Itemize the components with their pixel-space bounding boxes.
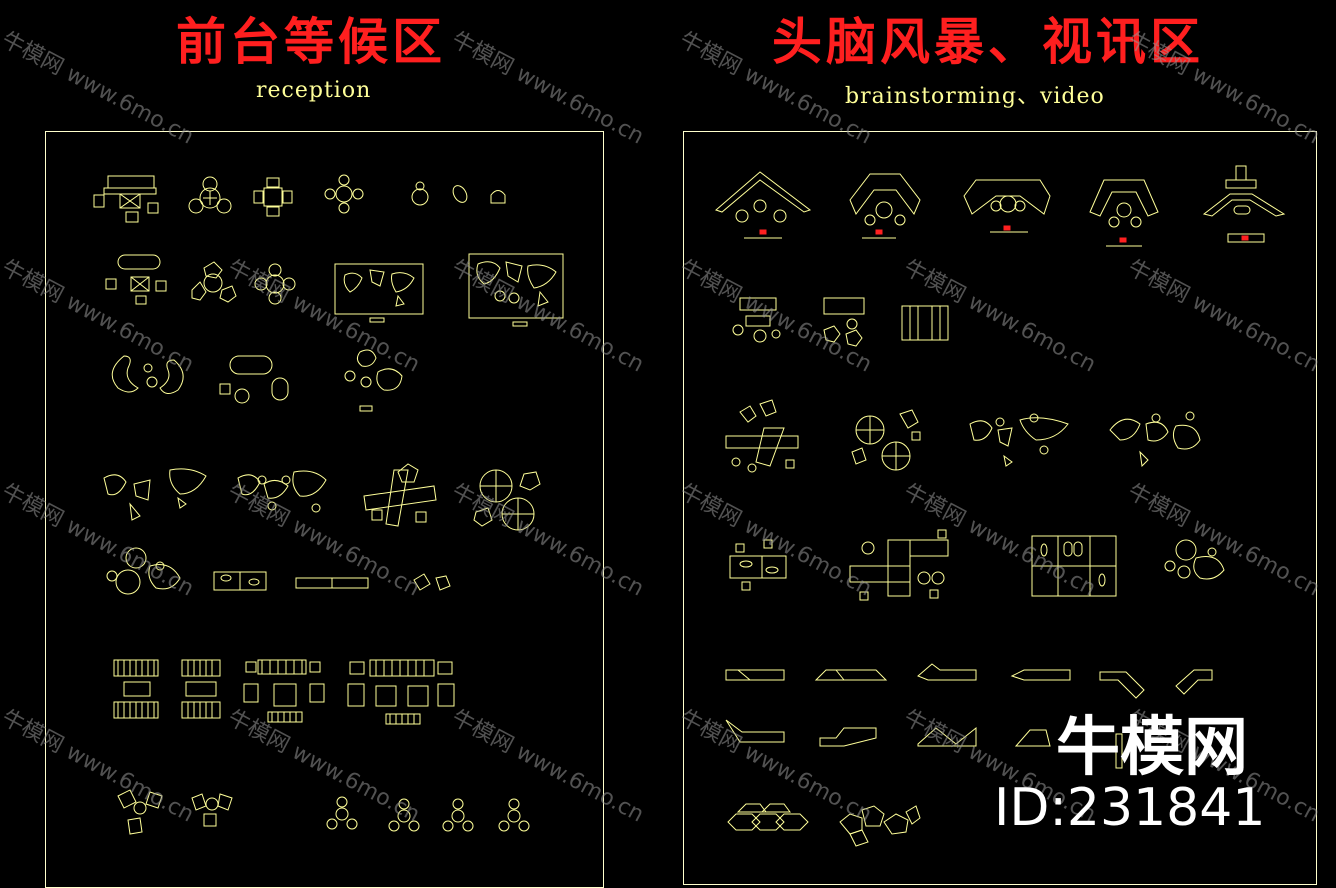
model-id-label: ID:231841 xyxy=(994,778,1266,838)
hex-modules-block xyxy=(727,803,809,831)
video-sofa-block xyxy=(732,297,781,343)
workstation-cluster-block xyxy=(849,529,949,601)
round-four-chairs-block xyxy=(254,263,296,305)
brainstorm-angled-block xyxy=(725,399,799,473)
brainstorming-title-cn: 头脑风暴、视讯区 xyxy=(772,13,1204,71)
large-lounge-layout-block xyxy=(347,659,455,725)
cross-table-block xyxy=(324,174,364,214)
world-map-shapes-block xyxy=(103,468,207,521)
workstation-grid-block xyxy=(1031,535,1117,597)
desk-pair-block xyxy=(213,571,267,591)
booth-seating-block xyxy=(113,659,159,719)
pebble-cluster-block xyxy=(106,547,181,595)
brainstorm-pebbles-block xyxy=(1109,411,1201,468)
three-chair-cluster-block xyxy=(117,789,233,835)
lounge-set-block xyxy=(105,254,167,305)
pentagon-modules-block xyxy=(839,805,921,847)
world-map-large-block xyxy=(468,253,564,327)
reception-title-cn: 前台等候区 xyxy=(176,13,446,71)
lounge-chairs-pair-block xyxy=(413,573,451,591)
video-wall-block xyxy=(901,305,949,341)
conference-tv-table-block xyxy=(1202,165,1286,243)
video-desk-block xyxy=(823,297,865,347)
conference-fan-table-block xyxy=(1089,179,1159,247)
tripod-chairs-block xyxy=(326,796,530,832)
pebble-seats-block xyxy=(344,349,403,412)
world-map-block xyxy=(334,263,424,323)
bench-row-block xyxy=(725,663,1213,699)
brand-logo-text: 牛模网 xyxy=(1056,711,1248,785)
angled-table-block xyxy=(363,463,437,527)
brainstorm-round-block xyxy=(851,409,921,471)
round-table-pair-block xyxy=(473,469,541,531)
bench-row-2-block xyxy=(725,719,1123,769)
conference-v-table-block xyxy=(849,173,921,239)
oval-sofa-block xyxy=(219,355,289,404)
sofa-set-block xyxy=(93,175,159,223)
conference-u-table-block xyxy=(963,179,1051,233)
square-table-chairs-block xyxy=(253,177,293,217)
workstation-pair-block xyxy=(729,539,787,591)
brainstorm-map-block xyxy=(969,413,1069,467)
brainstorming-panel xyxy=(683,131,1317,885)
lounge-layout-block xyxy=(243,659,325,723)
reception-title-en: reception xyxy=(256,78,372,103)
curved-sofa-block xyxy=(111,355,184,394)
pentagon-chairs-block xyxy=(191,261,237,303)
brainstorming-title-en: brainstorming、video xyxy=(845,84,1105,109)
round-table-chairs-block xyxy=(188,176,232,214)
pebble-seats-right-block xyxy=(1164,539,1225,580)
conference-arc-table-block xyxy=(715,171,812,239)
long-bench-block xyxy=(295,577,369,589)
world-map-seats-block xyxy=(237,470,327,513)
booth-seating-small-block xyxy=(181,659,221,719)
small-chairs-block xyxy=(411,181,506,206)
